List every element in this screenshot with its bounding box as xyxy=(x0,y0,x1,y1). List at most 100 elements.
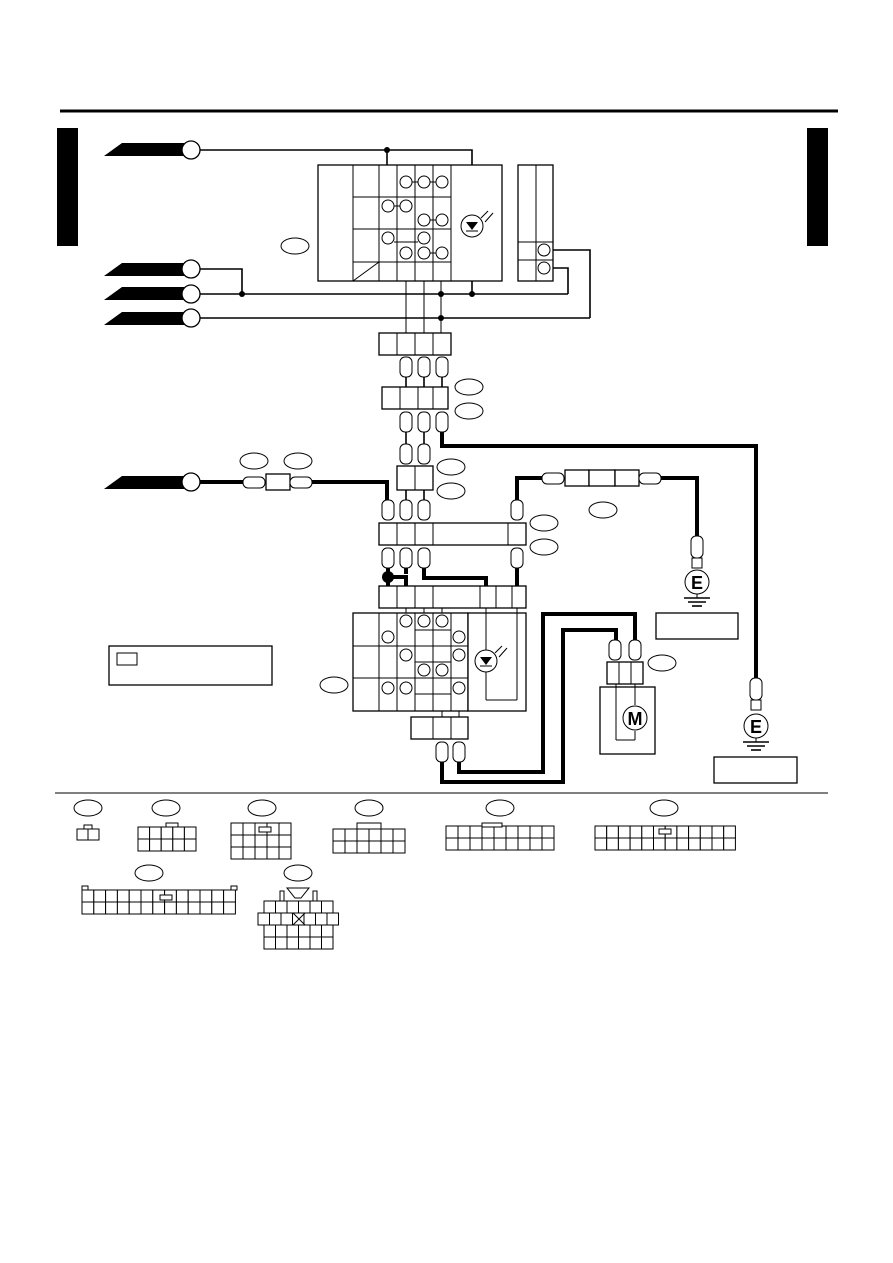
face-7-key xyxy=(159,894,173,901)
face-2-cell xyxy=(183,826,197,840)
face-3-key xyxy=(258,826,272,833)
face-7-cell xyxy=(211,889,225,903)
face-5-cell xyxy=(541,837,555,851)
face-7-cell xyxy=(81,889,95,903)
connector-label-bubble xyxy=(436,458,466,476)
face-5-cell xyxy=(445,825,459,839)
face-6-cell xyxy=(699,837,713,851)
face-7-cell xyxy=(140,889,154,903)
face-6-cell xyxy=(629,825,643,839)
face-4-cell xyxy=(368,840,382,854)
face-4-cell xyxy=(392,828,406,842)
face-1-cell xyxy=(87,828,100,841)
face-5-cell xyxy=(517,825,531,839)
face-8-row3-cell xyxy=(321,936,334,950)
face-6-key xyxy=(658,828,672,835)
face-8-key xyxy=(285,887,311,899)
face-8-latch xyxy=(279,890,285,902)
connector-j3 xyxy=(396,465,434,491)
face-4-cell xyxy=(356,828,370,842)
power-supply-arrows xyxy=(104,140,201,492)
face-8-row1-cell xyxy=(275,900,288,914)
fuse-link-left xyxy=(200,473,389,500)
face-3-cell xyxy=(278,846,292,860)
face-7-cell xyxy=(93,901,107,915)
face-5-cell xyxy=(493,837,507,851)
face-7-cell xyxy=(116,889,130,903)
power-terminal-2 xyxy=(181,259,201,279)
face-8-row3-cell xyxy=(263,924,276,938)
face-8-row3-cell xyxy=(321,924,334,938)
connector-label-bubble xyxy=(454,378,484,396)
face-7-cell xyxy=(152,901,166,915)
face-2-cell xyxy=(137,826,151,840)
motor-icon xyxy=(622,705,648,731)
face-5-cell xyxy=(505,825,519,839)
left-side-tab xyxy=(57,128,78,246)
connector-label-bubble xyxy=(247,799,277,817)
power-arrow-3 xyxy=(104,287,184,300)
lower-switch-block xyxy=(352,608,469,712)
face-6-cell xyxy=(594,837,608,851)
face-8-latch xyxy=(312,890,318,902)
connector-label-bubble xyxy=(239,452,269,470)
face-6-cell xyxy=(664,837,678,851)
face-2-cell xyxy=(137,838,151,852)
power-terminal-5 xyxy=(181,472,201,492)
face-5-cell xyxy=(457,825,471,839)
face-8-row2-cell xyxy=(303,912,316,926)
pins-3 xyxy=(381,490,524,521)
face-8-row2-cell xyxy=(257,912,270,926)
right-side-tab xyxy=(807,128,828,246)
face-5-cell xyxy=(517,837,531,851)
face-3-cell xyxy=(254,846,268,860)
relay-block xyxy=(517,164,554,282)
face-7-cell xyxy=(199,889,213,903)
power-wires xyxy=(200,147,591,321)
motor: M xyxy=(599,639,656,755)
face-8-row2-cell xyxy=(315,912,328,926)
face-2-key xyxy=(165,822,179,828)
face-5-cell xyxy=(505,837,519,851)
connector-j4 xyxy=(378,522,527,546)
face-7-cell xyxy=(187,901,201,915)
face-5-cell xyxy=(481,825,495,839)
face-8-row1-cell xyxy=(321,900,334,914)
face-8-row1-cell xyxy=(286,900,299,914)
face-7-cell xyxy=(93,889,107,903)
face-7-cell xyxy=(223,901,236,915)
motor-label: M xyxy=(628,709,643,729)
face-6-cell xyxy=(606,837,619,851)
power-terminal-1 xyxy=(181,140,201,160)
ground-wire-2 xyxy=(440,432,758,680)
face-5-cell xyxy=(541,825,555,839)
connector-label-bubble xyxy=(485,799,515,817)
face-7-cell xyxy=(223,889,236,903)
connector-j2 xyxy=(381,386,449,410)
face-5-key xyxy=(481,822,503,828)
face-6-cell xyxy=(653,837,666,851)
face-7-cell xyxy=(81,901,95,915)
face-6-cell xyxy=(594,825,608,839)
ground-point-2: E xyxy=(743,677,769,751)
face-8-row1-cell xyxy=(298,900,311,914)
connector-label-bubble xyxy=(283,864,313,882)
face-2-cell xyxy=(183,838,197,852)
face-5-cell xyxy=(469,837,483,851)
ground-label-1: E xyxy=(691,573,703,593)
top-switch-block xyxy=(317,164,503,333)
ground-label-2: E xyxy=(750,717,762,737)
connector-label-bubble xyxy=(319,676,349,694)
face-8-row1-cell xyxy=(309,900,322,914)
face-6-cell xyxy=(676,837,690,851)
connector-label-bubble xyxy=(280,237,310,255)
face-2-cell xyxy=(172,838,185,852)
face-4-cell xyxy=(380,840,394,854)
face-8-row3-cell xyxy=(275,936,288,950)
connector-j1 xyxy=(378,332,452,356)
face-4-cell xyxy=(332,828,346,842)
face-8-blank xyxy=(292,912,306,926)
power-arrow-2 xyxy=(104,263,184,276)
face-5-cell xyxy=(457,837,471,851)
face-3-cell xyxy=(242,846,256,860)
